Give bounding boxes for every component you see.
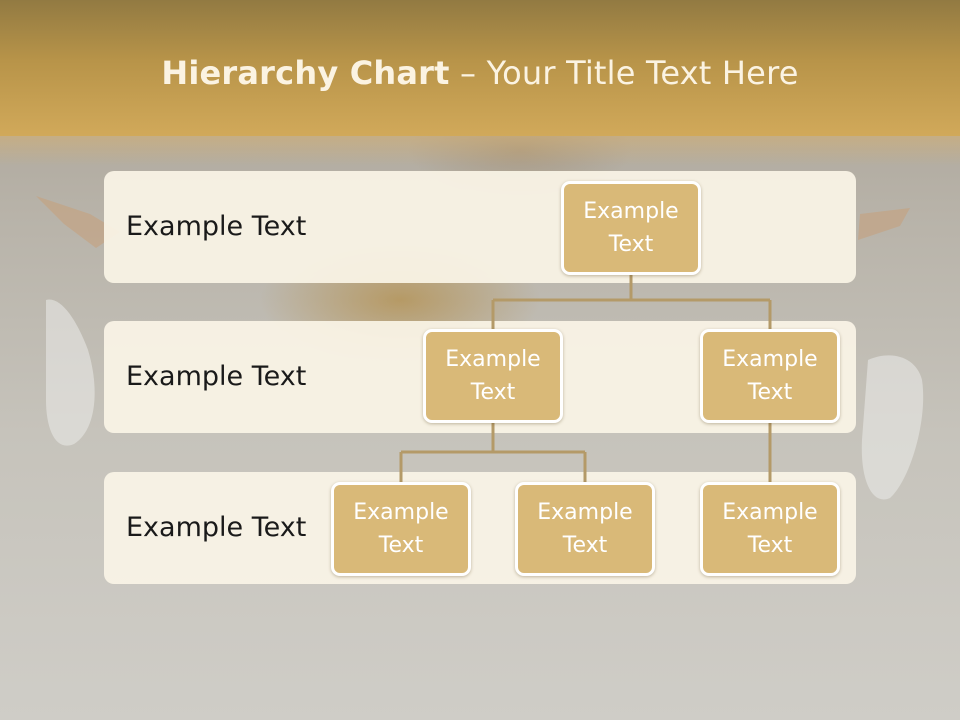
node-level3-a-label: Example Text	[353, 500, 449, 558]
node-level2-left[interactable]: Example Text	[423, 329, 563, 423]
node-level3-a[interactable]: Example Text	[331, 482, 471, 576]
level-label-1: Example Text	[126, 211, 307, 242]
node-level3-c-label: Example Text	[722, 500, 818, 558]
node-root-label: Example Text	[583, 199, 679, 257]
node-level3-b[interactable]: Example Text	[515, 482, 655, 576]
level-label-3: Example Text	[126, 512, 307, 543]
node-level2-left-label: Example Text	[445, 347, 541, 405]
title-bar-fade	[0, 136, 960, 166]
node-root[interactable]: Example Text	[561, 181, 701, 275]
node-level2-right[interactable]: Example Text	[700, 329, 840, 423]
slide-title-rest: – Your Title Text Here	[449, 54, 799, 92]
title-bar	[0, 0, 960, 136]
level-label-2: Example Text	[126, 361, 307, 392]
node-level3-c[interactable]: Example Text	[700, 482, 840, 576]
connector-left-to-level3	[399, 423, 587, 482]
node-level2-right-label: Example Text	[722, 347, 818, 405]
slide-title: Hierarchy Chart – Your Title Text Here	[0, 54, 960, 92]
level-band-1: Example Text	[104, 171, 856, 283]
slide-title-bold: Hierarchy Chart	[161, 54, 450, 92]
connector-root-to-level2	[491, 275, 772, 329]
node-level3-b-label: Example Text	[537, 500, 633, 558]
